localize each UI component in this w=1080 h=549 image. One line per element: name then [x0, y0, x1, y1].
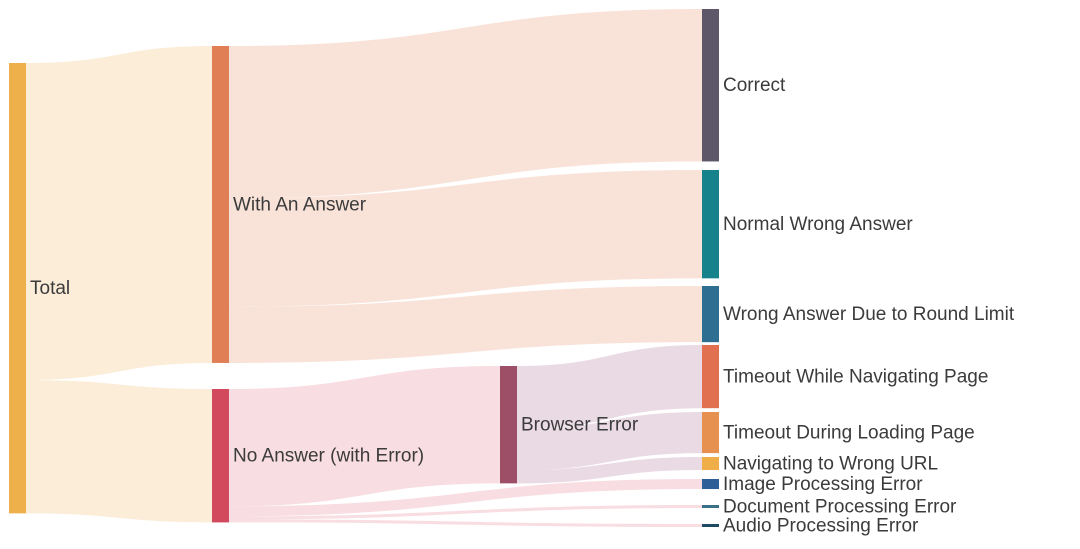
- link-no_answer-to-audio_err: [229, 519, 702, 528]
- sankey-nodes: [9, 9, 719, 528]
- node-timeout_nav: [702, 345, 719, 409]
- link-no_answer-to-browser_error: [229, 366, 500, 507]
- link-total-to-no_answer: [26, 379, 212, 523]
- node-total: [9, 63, 26, 514]
- node-label-image_err: Image Processing Error: [723, 474, 923, 495]
- node-normal_wrong: [702, 170, 719, 279]
- node-with_answer: [212, 46, 229, 363]
- sankey-labels: Total With An Answer No Answer (with Error…: [30, 75, 1015, 536]
- node-browser_error: [500, 366, 517, 484]
- node-label-audio_err: Audio Processing Error: [723, 516, 919, 537]
- node-label-doc_err: Document Processing Error: [723, 497, 957, 518]
- node-label-timeout_load: Timeout During Loading Page: [723, 423, 975, 444]
- node-label-timeout_nav: Timeout While Navigating Page: [723, 367, 988, 388]
- link-browser_error-to-timeout_nav: [517, 345, 702, 430]
- node-nav_wrong_url: [702, 457, 719, 471]
- node-label-wrong_round: Wrong Answer Due to Round Limit: [723, 304, 1015, 325]
- node-label-total: Total: [30, 278, 70, 299]
- link-total-to-with_answer: [26, 46, 212, 380]
- node-label-no_answer: No Answer (with Error): [233, 446, 424, 467]
- link-browser_error-to-timeout_load: [517, 412, 702, 471]
- node-image_err: [702, 479, 719, 490]
- node-timeout_load: [702, 412, 719, 454]
- node-label-browser_error: Browser Error: [521, 415, 639, 436]
- node-audio_err: [702, 524, 719, 528]
- node-wrong_round: [702, 286, 719, 343]
- node-label-correct: Correct: [723, 75, 786, 96]
- node-label-nav_wrong_url: Navigating to Wrong URL: [723, 454, 938, 475]
- node-correct: [702, 9, 719, 162]
- link-with_answer-to-normal_wrong: [229, 170, 702, 307]
- link-no_answer-to-doc_err: [229, 505, 702, 520]
- node-label-with_answer: With An Answer: [233, 194, 367, 215]
- link-no_answer-to-image_err: [229, 479, 702, 517]
- sankey-links: [26, 9, 702, 528]
- link-browser_error-to-nav_wrong_url: [517, 457, 702, 484]
- link-with_answer-to-wrong_round: [229, 286, 702, 363]
- node-label-normal_wrong: Normal Wrong Answer: [723, 214, 913, 235]
- link-with_answer-to-correct: [229, 9, 702, 199]
- node-no_answer: [212, 389, 229, 523]
- node-doc_err: [702, 505, 719, 509]
